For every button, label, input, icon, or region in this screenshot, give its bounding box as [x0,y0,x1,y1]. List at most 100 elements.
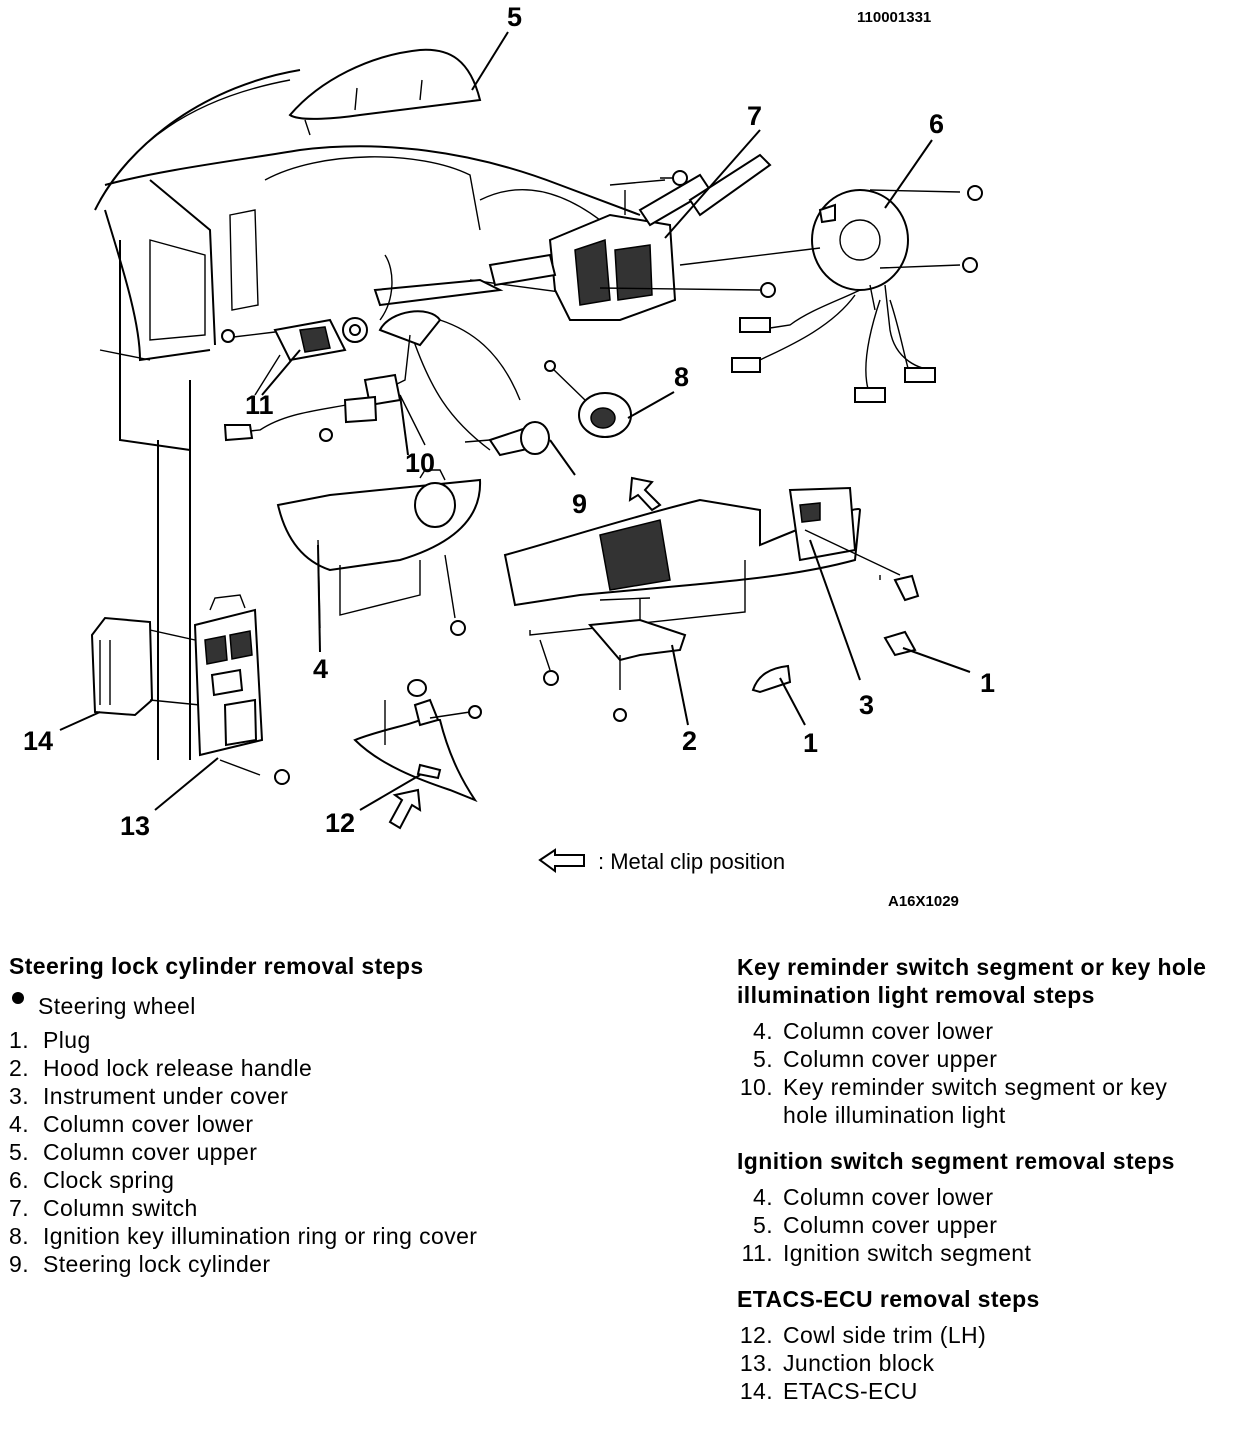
ignition-title: Ignition switch segment removal steps [737,1148,1175,1174]
item-text: Column cover upper [783,1212,998,1238]
list-item: 9. Steering lock cylinder [9,1250,499,1278]
list-item: 11. Ignition switch segment [737,1239,1237,1267]
callout-8: 8 [674,362,689,392]
item-text: Column cover lower [783,1184,994,1210]
clip-arrow-legend-icon [538,848,585,873]
item-number: 1. [9,1027,29,1053]
item-text: Hood lock release handle [43,1055,313,1081]
exploded-diagram: 110001331 A16X1029 [23,2,995,910]
list-item: 5. Column cover upper [737,1045,1237,1073]
list-item: 1. Plug [9,1026,499,1054]
list-item: 10. Key reminder switch segment or key ho… [737,1073,1237,1129]
key-reminder-title: Key reminder switch segment or key hole … [737,954,1207,1008]
item-text: Cowl side trim (LH) [783,1322,987,1348]
leader-lines [59,31,971,811]
list-item-bullet: Steering wheel [9,992,499,1020]
list-item: 5. Column cover upper [737,1211,1237,1239]
key-reminder-part [223,334,426,446]
callout-1b: 1 [803,728,818,758]
item-number: 4. [9,1111,29,1137]
legend-text: : Metal clip position [598,849,785,874]
plug-parts [751,630,917,694]
clock-spring-part [679,185,983,403]
item-number: 11. [741,1240,773,1266]
callout-12: 12 [325,808,355,838]
dashboard-outline [94,69,641,760]
steering-column-part [342,254,504,347]
steering-lock-cylinder-part [464,421,550,457]
item-text: Plug [43,1027,91,1053]
metal-clip-arrows [388,476,662,873]
item-number: 4. [753,1184,773,1210]
item-number: 6. [9,1167,29,1193]
list-item: 4. Column cover lower [9,1110,499,1138]
item-text: ETACS-ECU [783,1378,918,1404]
figure-code-bottom: A16X1029 [888,893,959,910]
column-switch-part [488,153,776,321]
list-item: 4. Column cover lower [737,1183,1237,1211]
list-item: 4. Column cover lower [737,1017,1237,1045]
item-text: Column switch [43,1195,198,1221]
cowl-side-trim-part [353,679,482,803]
item-text: Ignition key illumination ring or ring c… [43,1223,478,1249]
item-number: 3. [9,1083,29,1109]
callout-13: 13 [120,811,150,841]
item-text: Key reminder switch segment or key hole … [783,1074,1168,1128]
illumination-ring-part [544,360,632,438]
hood-lock-handle-part [587,597,687,722]
item-number: 10. [739,1074,773,1100]
junction-block-part [193,594,290,785]
steering-lock-title: Steering lock cylinder removal steps [9,953,424,979]
item-text: Column cover upper [43,1139,258,1165]
item-text: Ignition switch segment [783,1240,1032,1266]
item-number: 8. [9,1223,29,1249]
bullet-icon [12,992,24,1004]
figure-code-top: 110001331 [857,9,931,26]
list-item: 8. Ignition key illumination ring or ring… [9,1222,499,1250]
callout-1a: 1 [980,668,995,698]
bullet-text: Steering wheel [38,993,196,1019]
item-text: Instrument under cover [43,1083,289,1109]
removal-steps-right: Key reminder switch segment or key hole … [737,953,1237,1405]
callouts: 1 1 2 3 4 5 6 7 8 9 10 11 12 13 14 [23,2,995,841]
item-text: Steering lock cylinder [43,1251,271,1277]
item-number: 12. [739,1322,773,1348]
callout-2: 2 [682,726,697,756]
callout-7: 7 [747,101,762,131]
list-item: 7. Column switch [9,1194,499,1222]
callout-10: 10 [405,448,435,478]
callout-11: 11 [245,390,274,420]
list-item: 6. Clock spring [9,1166,499,1194]
callout-5: 5 [507,2,522,32]
item-number: 9. [9,1251,29,1277]
list-item: 12. Cowl side trim (LH) [737,1321,1237,1349]
clip-arrow-lower [388,788,422,830]
clip-arrow-upper [628,476,662,512]
ignition-switch-part [221,318,347,396]
item-text: Column cover lower [783,1018,994,1044]
steering-lock-section: Steering lock cylinder removal steps Ste… [9,952,499,1278]
list-item: 13. Junction block [737,1349,1237,1377]
callout-4: 4 [313,654,328,684]
item-text: Column cover lower [43,1111,254,1137]
item-number: 5. [753,1046,773,1072]
item-number: 5. [753,1212,773,1238]
callout-9: 9 [572,489,587,519]
list-item: 2. Hood lock release handle [9,1054,499,1082]
item-number: 2. [9,1055,29,1081]
callout-14: 14 [23,726,53,756]
column-cover-lower-part [276,469,482,636]
list-item: 5. Column cover upper [9,1138,499,1166]
callout-3: 3 [859,690,874,720]
item-text: Column cover upper [783,1046,998,1072]
etacs-ecu-part [90,616,201,717]
item-number: 4. [753,1018,773,1044]
etacs-title: ETACS-ECU removal steps [737,1286,1040,1312]
item-text: Junction block [783,1350,935,1376]
item-number: 5. [9,1139,29,1165]
item-number: 13. [739,1350,773,1376]
item-text: Clock spring [43,1167,175,1193]
list-item: 14. ETACS-ECU [737,1377,1237,1405]
item-number: 7. [9,1195,29,1221]
item-number: 14. [739,1378,773,1404]
